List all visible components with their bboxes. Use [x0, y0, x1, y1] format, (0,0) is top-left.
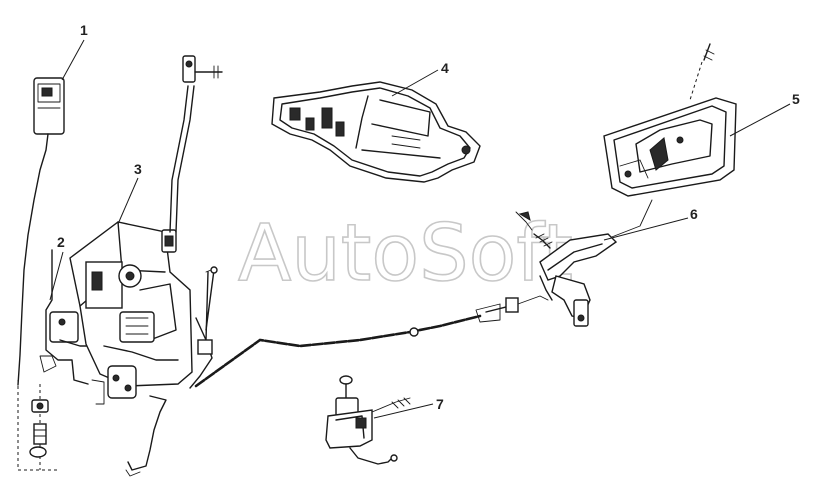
part-6-inside-handle-lever[interactable] — [515, 211, 618, 327]
part-1-lock-knob[interactable] — [17, 77, 65, 386]
callout-6: 6 — [690, 206, 698, 222]
callout-5: 5 — [792, 91, 800, 107]
callout-1: 1 — [80, 22, 88, 38]
part-2-latch-bracket[interactable] — [39, 249, 97, 385]
callout-2: 2 — [57, 234, 65, 250]
callout-6-leader — [603, 217, 689, 241]
part-3-door-lock-assembly[interactable] — [69, 55, 223, 405]
callout-3-leader — [117, 177, 139, 225]
callout-7: 7 — [436, 396, 444, 412]
part-7-lock-actuator[interactable] — [325, 375, 411, 465]
part-4-inside-handle-bezel[interactable] — [271, 81, 481, 183]
part-5-outside-handle[interactable] — [603, 43, 737, 241]
callout-2-leader — [49, 251, 64, 301]
remote-control-cable[interactable] — [194, 295, 549, 388]
callout-7-leader — [373, 403, 434, 419]
watermark-text: AutoSoft — [238, 209, 573, 299]
callout-4-leader — [391, 69, 439, 97]
callout-4: 4 — [441, 60, 449, 76]
callout-3: 3 — [134, 161, 142, 177]
fastener-stack — [17, 380, 60, 471]
callout-5-leader — [729, 103, 791, 137]
callout-1-leader — [61, 39, 85, 81]
lower-link-rod[interactable] — [125, 395, 167, 477]
latch-link-rod[interactable] — [205, 266, 218, 331]
